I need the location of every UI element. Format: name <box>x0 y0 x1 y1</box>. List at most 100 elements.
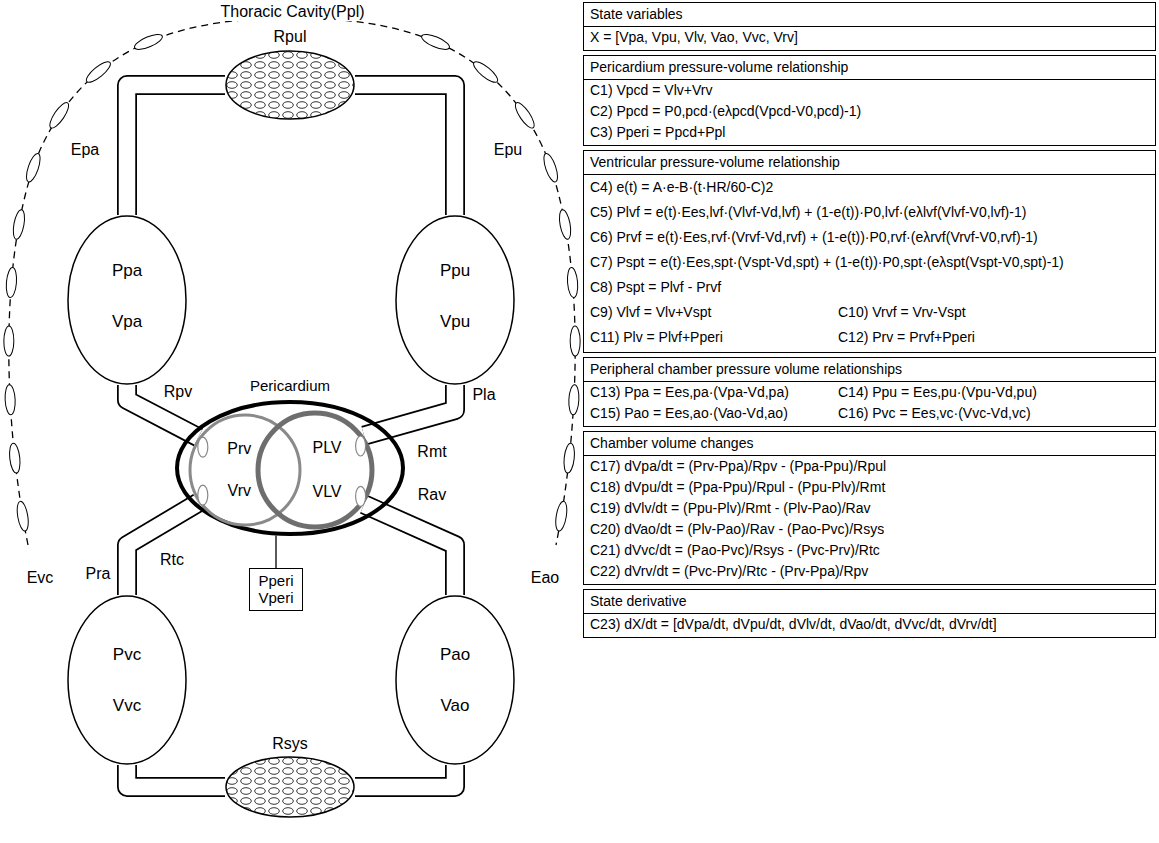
equation-text: C15) Pao = Ees,ao·(Vao-Vd,ao) <box>590 403 788 424</box>
equation-text: C21) dVvc/dt = (Pao-Pvc)/Rsys - (Pvc-Prv… <box>590 540 880 561</box>
equation-row: C19) dVlv/dt = (Ppu-Plv)/Rmt - (Plv-Pao)… <box>584 498 1155 519</box>
elastance-label: Pra <box>86 565 111 583</box>
equation-row: C20) dVao/dt = (Plv-Pao)/Rav - (Pao-Pvc)… <box>584 519 1155 540</box>
node-text: Thoracic Cavity(Ppl) <box>216 3 368 21</box>
equation-text: C3) Pperi = Ppcd+Ppl <box>590 122 725 143</box>
node-text: Ppa <box>112 261 142 281</box>
equation-text: C8) Pspt = Plvf - Prvf <box>590 275 721 300</box>
node-text: Rpul <box>274 28 307 46</box>
rib <box>566 267 578 298</box>
thoracic-cavity: Thoracic Cavity(Ppl)RpulPpaVpaPpuVpuPeri… <box>10 3 575 550</box>
equation-row: C13) Ppa = Ees,pa·(Vpa-Vd,pa)C14) Ppu = … <box>584 382 1155 403</box>
resistance-label: Rtc <box>158 551 186 569</box>
equation-box: Ventricular pressure-volume relationship… <box>583 150 1156 353</box>
rib <box>420 31 452 52</box>
box-heading: State derivative <box>584 590 1155 614</box>
chamber-outline <box>396 596 514 764</box>
equation-row: C4) e(t) = A·e-B·(t·HR/60-C)2 <box>584 175 1155 200</box>
thoracic-outline <box>9 18 575 545</box>
equation-text: C4) e(t) = A·e-B·(t·HR/60-C)2 <box>590 175 773 200</box>
vessel-lumen <box>355 85 455 215</box>
equation-text: C20) dVao/dt = (Plv-Pao)/Rav - (Pao-Pvc)… <box>590 519 884 540</box>
equation-row: C1) Vpcd = Vlv+Vrv <box>584 80 1155 101</box>
chest-wall <box>4 18 581 545</box>
rib <box>84 59 114 86</box>
compliance-chamber: PvcVvc <box>67 595 187 765</box>
equation-text: C10) Vrvf = Vrv-Vspt <box>838 300 966 325</box>
equation-box: State variablesX = [Vpa, Vpu, Vlv, Vao, … <box>583 2 1156 51</box>
node-outline <box>395 215 515 385</box>
elastance-label: Epu <box>494 141 522 159</box>
capillary-bed: Rsys <box>225 756 355 818</box>
equation-text: C18) dVpu/dt = (Ppa-Ppu)/Rpul - (Ppu-Plv… <box>590 477 885 498</box>
equation-text: C23) dX/dt = [dVpa/dt, dVpu/dt, dVlv/dt,… <box>590 614 997 635</box>
valve-symbol <box>198 485 208 505</box>
rib <box>133 31 165 52</box>
equation-text: C19) dVlv/dt = (Ppu-Plv)/Rmt - (Plv-Pao)… <box>590 498 870 519</box>
elastance-label: Eao <box>531 569 559 587</box>
equation-text: X = [Vpa, Vpu, Vlv, Vao, Vvc, Vrv] <box>590 27 798 48</box>
resistance-label: Rmt <box>415 443 448 461</box>
vessel-wall <box>127 765 225 787</box>
equation-row: C11) Plv = Plvf+PperiC12) Prv = Prvf+Ppe… <box>584 325 1155 350</box>
equation-row: C7) Pspt = e(t)·Ees,spt·(Vspt-Vd,spt) + … <box>584 250 1155 275</box>
node-outline <box>225 50 355 120</box>
box-heading: Chamber volume changes <box>584 432 1155 456</box>
rib <box>5 267 17 298</box>
equation-row: C8) Pspt = Plvf - Prvf <box>584 275 1155 300</box>
elastance-label: Evc <box>27 569 54 587</box>
node-text: Vperi <box>258 589 293 606</box>
equation-text: C9) Vlvf = Vlv+Vspt <box>590 300 711 325</box>
equation-text: C2) Ppcd = P0,pcd·(eλpcd(Vpcd-V0,pcd)-1) <box>590 101 861 122</box>
capillary-bed: Rpul <box>225 50 355 120</box>
equation-row: C6) Prvf = e(t)·Ees,rvf·(Vrvf-Vd,rvf) + … <box>584 225 1155 250</box>
connector-stroke <box>275 536 276 569</box>
equation-row: C22) dVrv/dt = (Pvc-Prv)/Rtc - (Prv-Ppa)… <box>584 561 1155 582</box>
node-text: Pao <box>440 645 470 665</box>
equation-text: C5) Plvf = e(t)·Ees,lvf·(Vlvf-Vd,lvf) + … <box>590 200 1026 225</box>
ventricle-wall <box>190 415 300 525</box>
node-outline <box>67 595 187 765</box>
vessel-wall <box>127 503 198 595</box>
node-text: Pvc <box>113 645 141 665</box>
rib <box>563 443 576 474</box>
rib <box>512 100 537 130</box>
valve-symbol <box>198 437 208 457</box>
equation-box: Chamber volume changesC17) dVpa/dt = (Pr… <box>583 431 1156 585</box>
node-text: Pperi <box>258 572 293 589</box>
vessel-wall <box>127 85 225 215</box>
equation-row: C18) dVpu/dt = (Ppa-Ppu)/Rpul - (Ppu-Plv… <box>584 477 1155 498</box>
equation-row: C3) Pperi = Ppcd+Ppl <box>584 122 1155 143</box>
node-text: Vrv <box>228 481 251 499</box>
equation-text: C11) Plv = Plvf+Pperi <box>590 325 723 350</box>
compliance-chamber: PpaVpa <box>67 215 187 385</box>
vessel-lumen <box>127 503 198 595</box>
resistance-label: Rav <box>416 486 448 504</box>
equation-box: State derivativeC23) dX/dt = [dVpa/dt, d… <box>583 589 1156 638</box>
equation-text: C22) dVrv/dt = (Pvc-Prv)/Rtc - (Prv-Ppa)… <box>590 561 868 582</box>
node-text: Vpa <box>112 312 142 332</box>
vessel <box>355 85 455 215</box>
rib <box>471 59 501 86</box>
connector-line <box>276 536 277 569</box>
valve-symbol <box>356 486 366 506</box>
right-ventricle: PrvVrv <box>188 413 302 527</box>
chamber-outline <box>68 596 186 764</box>
resistance-label: Rpv <box>162 383 194 401</box>
vessel <box>364 504 455 595</box>
node-text: Pericardium <box>250 377 330 394</box>
equation-text: C13) Ppa = Ees,pa·(Vpa-Vd,pa) <box>590 382 789 403</box>
rib <box>15 501 30 532</box>
vessel <box>127 85 225 215</box>
box-heading: Ventricular pressure-volume relationship <box>584 151 1155 175</box>
vessel-wall <box>355 765 455 787</box>
equation-row: C15) Pao = Ees,ao·(Vao-Vd,ao)C16) Pvc = … <box>584 403 1155 424</box>
ventricle-wall <box>258 413 372 527</box>
rib <box>11 209 26 240</box>
equation-row: C2) Ppcd = P0,pcd·(eλpcd(Vpcd-V0,pcd)-1) <box>584 101 1155 122</box>
node-text: VLV <box>312 482 341 500</box>
rib <box>47 100 72 130</box>
node-outline <box>188 413 302 527</box>
elastance-label: Epa <box>71 141 99 159</box>
pericardium: PericardiumPrvVrvPLVVLV <box>175 400 405 536</box>
